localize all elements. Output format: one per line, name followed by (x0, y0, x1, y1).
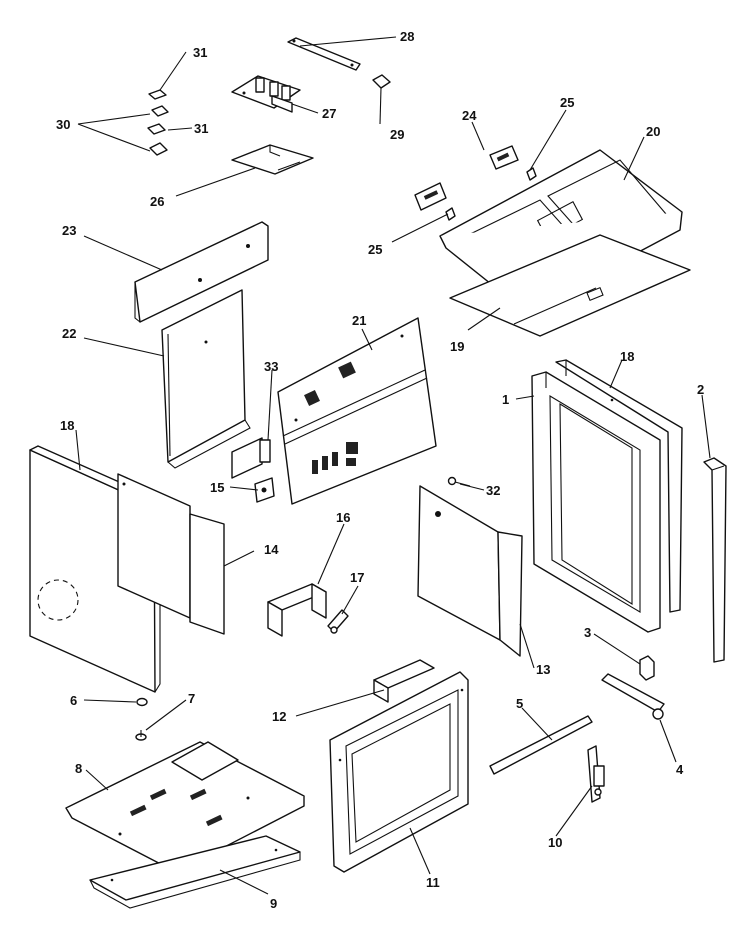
part-29-block (372, 74, 391, 89)
callout-2: 2 (697, 382, 704, 397)
part-10-hinge (587, 745, 605, 803)
part-22-side-liner (161, 289, 251, 469)
callout-labels: 1 2 3 4 5 6 7 8 9 10 11 12 13 14 15 16 1… (56, 29, 704, 911)
part-28-strip (287, 37, 361, 71)
callout-19: 19 (450, 339, 464, 354)
callout-15: 15 (210, 480, 224, 495)
callout-21: 21 (352, 313, 366, 328)
part-16-bracket (267, 583, 327, 637)
part-24-trim-right (489, 145, 519, 170)
part-27-bracket-assembly (231, 75, 301, 113)
callout-31-top: 31 (193, 45, 207, 60)
part-25-clip-right (526, 167, 537, 181)
part-2-trim-strip (703, 457, 727, 663)
part-6-washer (136, 697, 148, 707)
callout-18-right: 18 (620, 349, 634, 364)
callout-18-left: 18 (60, 418, 74, 433)
callout-25-top: 25 (560, 95, 574, 110)
callout-24: 24 (462, 108, 477, 123)
part-11-front-frame (329, 671, 469, 873)
part-25-clip-left (445, 207, 456, 221)
callout-7: 7 (188, 691, 195, 706)
callout-20: 20 (646, 124, 660, 139)
part-33-bracket (231, 437, 271, 479)
part-17-hinge-pin (327, 609, 349, 634)
part-19-cooktop-base-plate (449, 234, 691, 337)
part-4-hinge-rail (601, 673, 665, 720)
callout-25-bottom: 25 (368, 242, 382, 257)
part-3-clip (639, 655, 655, 681)
callout-12: 12 (272, 709, 286, 724)
callout-23: 23 (62, 223, 76, 238)
part-21-back-panel (277, 317, 437, 505)
callout-16: 16 (336, 510, 350, 525)
callout-32: 32 (486, 483, 500, 498)
part-5-rail (489, 715, 593, 775)
callout-9: 9 (270, 896, 277, 911)
callout-4: 4 (676, 762, 684, 777)
part-26-plate (231, 144, 314, 175)
part-31-clip-upper (148, 89, 167, 100)
callout-10: 10 (548, 835, 562, 850)
part-30-clip-lower (149, 142, 168, 156)
part-7-screw (135, 730, 147, 741)
part-1-front-frame (531, 371, 661, 633)
callout-6: 6 (70, 693, 77, 708)
part-9-bottom-plate (89, 835, 301, 909)
part-14-side-liner (117, 473, 225, 635)
part-18-rear-frame-right (555, 359, 683, 613)
part-15-bracket (254, 477, 275, 503)
part-13-side-liner-right (417, 485, 523, 657)
part-32-screw (447, 476, 471, 487)
callout-28: 28 (400, 29, 414, 44)
callout-1: 1 (502, 392, 509, 407)
callout-5: 5 (516, 696, 523, 711)
callout-33: 33 (264, 359, 278, 374)
part-24-trim-left (414, 182, 447, 211)
leader-lines (75, 36, 711, 895)
callout-17: 17 (350, 570, 364, 585)
callout-22: 22 (62, 326, 76, 341)
callout-14: 14 (264, 542, 279, 557)
part-30-clip-upper (151, 105, 169, 117)
callout-3: 3 (584, 625, 591, 640)
callout-27: 27 (322, 106, 336, 121)
callout-26: 26 (150, 194, 164, 209)
callout-31-bottom: 31 (194, 121, 208, 136)
part-31-clip-lower (147, 123, 166, 135)
callout-8: 8 (75, 761, 82, 776)
part-23-trim-channel (134, 221, 269, 323)
callout-29: 29 (390, 127, 404, 142)
callout-11: 11 (426, 875, 440, 890)
callout-13: 13 (536, 662, 550, 677)
callout-30: 30 (56, 117, 70, 132)
